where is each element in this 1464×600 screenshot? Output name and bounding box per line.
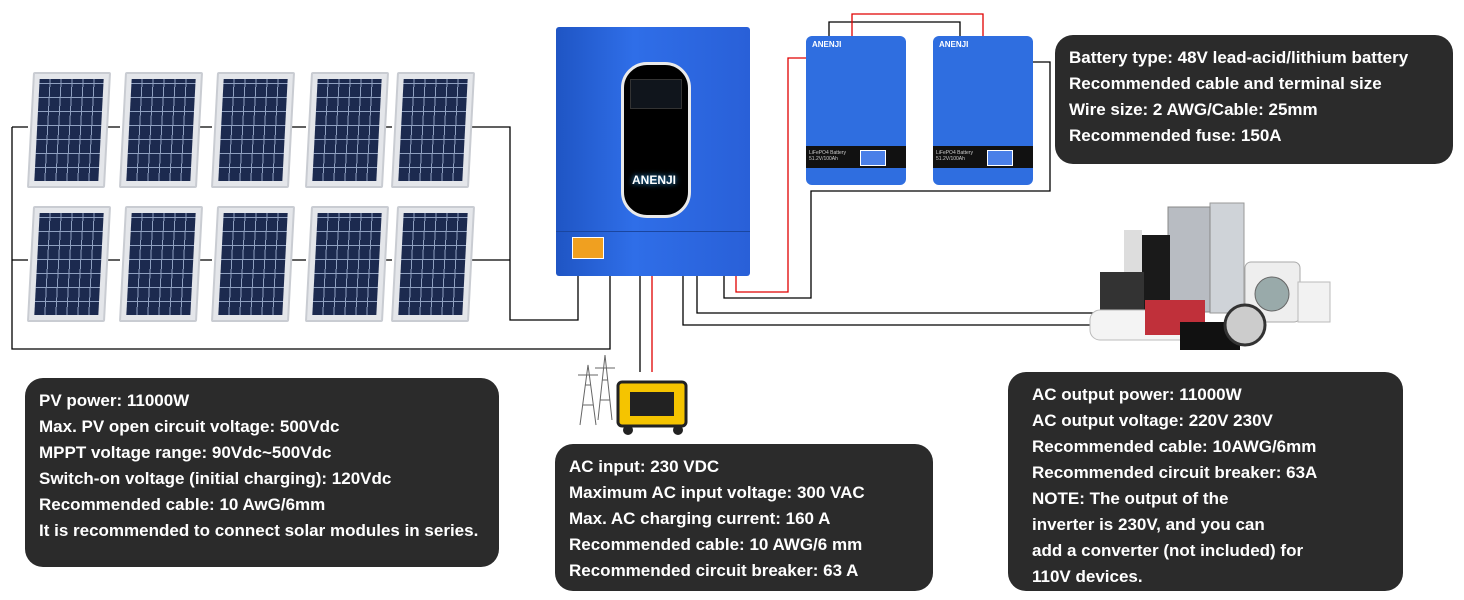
- info-line: Recommended cable: 10 AwG/6mm: [39, 495, 326, 514]
- pv-info-box: PV power: 11000W Max. PV open circuit vo…: [25, 378, 499, 567]
- battery-wire-negative: [723, 61, 1051, 299]
- battery-screen: [860, 150, 886, 166]
- info-line: Recommended circuit breaker: 63A: [1032, 463, 1318, 482]
- info-line: AC output voltage: 220V 230V: [1032, 411, 1273, 430]
- solar-panel: [210, 206, 296, 322]
- home-appliances-image: [1089, 202, 1331, 350]
- info-line: Maximum AC input voltage: 300 VAC: [569, 483, 865, 502]
- battery-wire-positive: [735, 57, 806, 293]
- info-line: It is recommended to connect solar modul…: [39, 521, 479, 540]
- battery-label: LiFePO4 Battery 51.2V/100Ah: [809, 150, 846, 162]
- info-line: AC input: 230 VDC: [569, 457, 720, 476]
- power-pylon-icon: [578, 354, 615, 426]
- generator-icon: [616, 380, 688, 435]
- info-line: Switch-on voltage (initial charging): 12…: [39, 469, 392, 488]
- inverter-display-panel: ANENJI: [621, 62, 691, 218]
- battery-label: LiFePO4 Battery 51.2V/100Ah: [936, 150, 973, 162]
- info-line: NOTE: The output of the: [1032, 489, 1229, 508]
- battery-info-box: Battery type: 48V lead-acid/lithium batt…: [1055, 35, 1453, 164]
- inverter-logo: ANENJI: [632, 173, 677, 187]
- info-line: Recommended circuit breaker: 63 A: [569, 561, 859, 580]
- inverter-lcd-screen: [630, 79, 682, 109]
- pv-wire-negative: [11, 126, 611, 350]
- solar-panel: [118, 206, 204, 322]
- info-line: AC output power: 11000W: [1032, 385, 1242, 404]
- battery-2: ANENJI LiFePO4 Battery 51.2V/100Ah: [933, 36, 1033, 185]
- solar-panel: [304, 206, 390, 322]
- ac-output-wire-2: [696, 276, 1100, 314]
- ac-output-wire-1: [682, 276, 1100, 326]
- solar-panel: [210, 72, 296, 188]
- solar-panel: [118, 72, 204, 188]
- info-line: Recommended cable: 10 AWG/6 mm: [569, 535, 863, 554]
- info-line: Max. PV open circuit voltage: 500Vdc: [39, 417, 340, 436]
- info-line: MPPT voltage range: 90Vdc~500Vdc: [39, 443, 332, 462]
- ac-input-info-box: AC input: 230 VDC Maximum AC input volta…: [555, 444, 933, 591]
- hybrid-inverter: ANENJI: [556, 27, 750, 276]
- caution-label: [572, 237, 604, 259]
- solar-panel: [26, 72, 112, 188]
- info-line: Recommended cable and terminal size: [1069, 74, 1382, 93]
- ac-output-info-box: AC output power: 11000W AC output voltag…: [1008, 372, 1403, 591]
- pv-wire-positive: [470, 126, 579, 321]
- battery-logo: ANENJI: [812, 40, 842, 49]
- info-line: PV power: 11000W: [39, 391, 190, 410]
- battery-link-black: [828, 21, 961, 36]
- info-line: Battery type: 48V lead-acid/lithium batt…: [1069, 48, 1409, 67]
- info-line: Recommended fuse: 150A: [1069, 126, 1282, 145]
- info-line: Recommended cable: 10AWG/6mm: [1032, 437, 1317, 456]
- solar-panel: [390, 206, 476, 322]
- info-line: add a converter (not included) for: [1032, 541, 1304, 560]
- battery-screen: [987, 150, 1013, 166]
- info-line: Max. AC charging current: 160 A: [569, 509, 831, 528]
- solar-panel: [304, 72, 390, 188]
- solar-panel: [390, 72, 476, 188]
- battery-1: ANENJI LiFePO4 Battery 51.2V/100Ah: [806, 36, 906, 185]
- battery-link-red: [851, 13, 984, 36]
- info-line: inverter is 230V, and you can: [1032, 515, 1265, 534]
- info-line: 110V devices.: [1032, 567, 1143, 586]
- info-line: Wire size: 2 AWG/Cable: 25mm: [1069, 100, 1318, 119]
- solar-panel: [26, 206, 112, 322]
- battery-logo: ANENJI: [939, 40, 969, 49]
